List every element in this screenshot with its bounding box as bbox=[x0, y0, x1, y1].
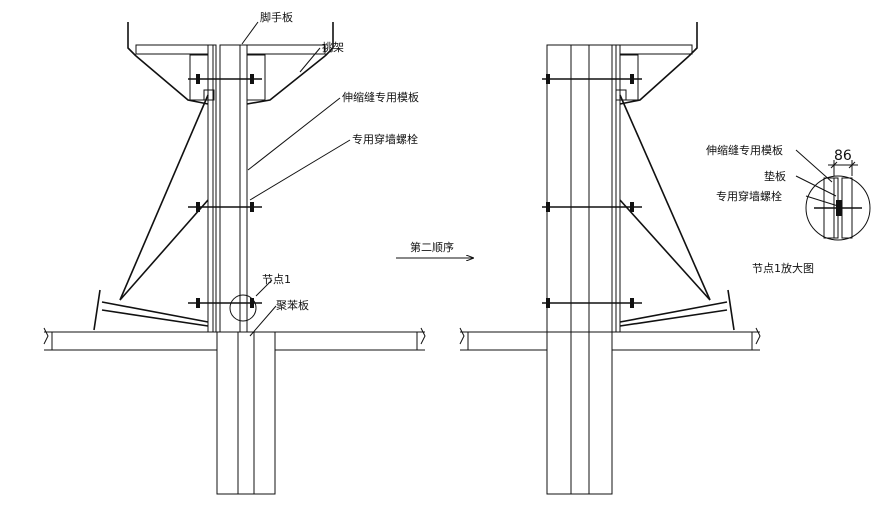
label-detail-bolt: 专用穿墙螺栓 bbox=[716, 189, 782, 203]
left-special-formwork bbox=[239, 44, 248, 333]
label-cantilever: 挑架 bbox=[322, 40, 344, 54]
left-scaffold-board-r bbox=[246, 44, 326, 55]
left-upper-wall bbox=[219, 44, 241, 333]
left-formwork bbox=[207, 44, 217, 333]
left-lower-wall-b bbox=[253, 331, 276, 495]
left-slab-right bbox=[274, 331, 418, 351]
left-scaffold-board-l bbox=[135, 44, 209, 55]
left-polystyrene-lower bbox=[237, 331, 255, 495]
right-drawing bbox=[459, 22, 761, 495]
label-node1: 节点1 bbox=[262, 273, 291, 286]
node1-circle bbox=[229, 294, 257, 322]
detail-node1 bbox=[795, 149, 871, 241]
right-wall-a bbox=[546, 44, 572, 495]
label-special-bolt: 专用穿墙螺栓 bbox=[352, 132, 418, 146]
left-drawing bbox=[43, 21, 426, 495]
label-detail-title: 节点1放大图 bbox=[752, 261, 814, 275]
left-lower-wall-a bbox=[216, 331, 239, 495]
left-slab-left bbox=[51, 331, 218, 351]
right-wall-b bbox=[588, 44, 613, 495]
left-bolts bbox=[188, 74, 262, 308]
label-scaffold-board: 脚手板 bbox=[260, 10, 293, 24]
label-formwork-special: 伸缩缝专用模板 bbox=[342, 90, 419, 104]
right-polystyrene bbox=[570, 44, 590, 495]
label-polystyrene-board: 聚苯板 bbox=[276, 298, 309, 312]
label-dimension-86: 86 bbox=[834, 148, 852, 164]
label-detail-formwork: 伸缩缝专用模板 bbox=[706, 143, 783, 157]
label-second-sequence: 第二顺序 bbox=[410, 240, 454, 254]
label-detail-padding: 垫板 bbox=[764, 169, 786, 183]
